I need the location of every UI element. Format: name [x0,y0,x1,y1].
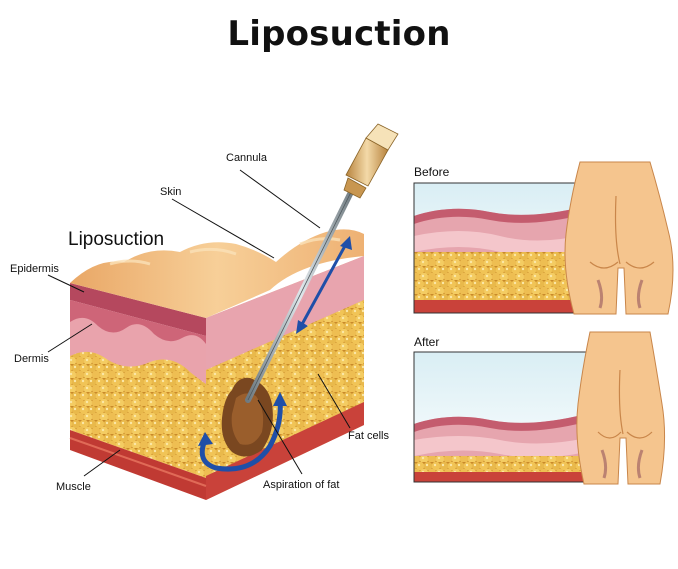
skin-surface [70,229,364,318]
diagram-title: Liposuction [68,229,164,250]
label-epidermis: Epidermis [10,263,59,275]
aspiration-arrow [199,397,283,472]
label-cannula: Cannula [226,152,268,164]
after-title: After [414,335,439,349]
front-dermis-wave [70,300,206,344]
skin-block [69,229,364,500]
label-skin: Skin [160,186,181,198]
front-muscle [70,430,206,500]
leader-lines [47,169,351,477]
front-epidermis [70,283,206,336]
after-body [576,331,666,485]
right-muscle [206,402,364,500]
before-body [564,161,674,315]
label-dermis: Dermis [14,353,49,365]
front-fat [70,351,206,478]
label-fat-cells: Fat cells [348,430,389,442]
label-muscle: Muscle [56,481,91,493]
label-aspiration: Aspiration of fat [263,479,339,491]
before-panel [413,161,674,315]
cannula-instrument [245,123,399,403]
before-title: Before [414,165,450,179]
page-title: Liposuction [227,14,451,54]
after-panel [413,331,666,485]
